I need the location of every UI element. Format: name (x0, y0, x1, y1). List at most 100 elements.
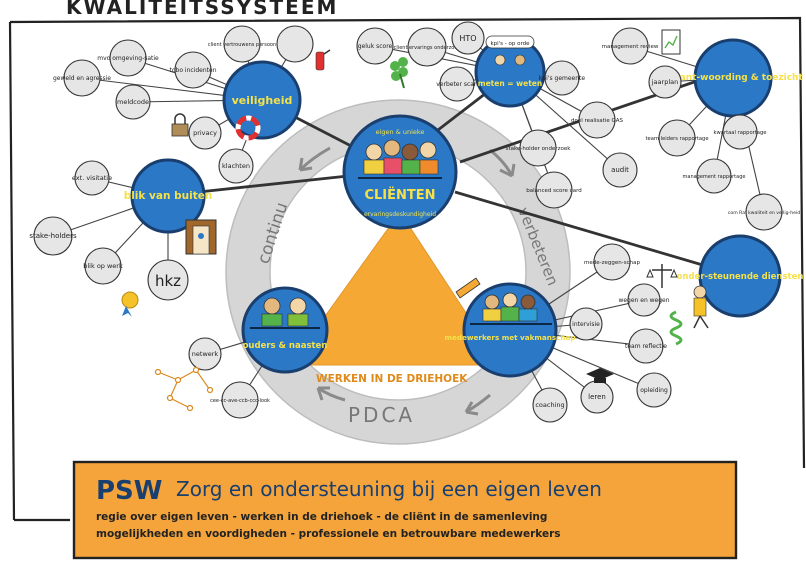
bubble[interactable]: management rapportage (683, 158, 746, 194)
bubble[interactable]: mede-zeggen-schap (584, 243, 640, 281)
svg-text:opleiding: opleiding (640, 387, 668, 394)
hub-medewerkers[interactable]: medewerkers met vakmanschap (445, 282, 576, 378)
medal-icon (121, 291, 139, 317)
bubble[interactable]: hkz (147, 259, 189, 301)
svg-text:com Raf kwaliteit en veilig-he: com Raf kwaliteit en veilig-heid (728, 210, 800, 216)
svg-text:intervisie: intervisie (572, 321, 600, 328)
bubble-layer: mvo omgeving-satie tobo incidenten gewel… (29, 21, 800, 423)
bubble[interactable]: coaching (532, 387, 568, 423)
center-bottom-label: ervaringsdeskundigheid (364, 211, 436, 218)
ring-arrowhead-icon (316, 386, 330, 401)
bubble[interactable]: verbeter scan (436, 66, 478, 102)
hub-blik-van-buiten[interactable]: blik van buiten (124, 158, 213, 234)
hub-label: medewerkers met vakmanschap (445, 333, 576, 342)
hub-label: veiligheid (232, 94, 293, 107)
bubble[interactable]: jaarplan (648, 65, 682, 99)
hub-badge: kpi's - op orde (490, 41, 530, 47)
bubble[interactable]: intervisie (569, 307, 603, 341)
triangle-label: WERKEN IN DE DRIEHOEK (316, 373, 468, 385)
bubble[interactable]: leren (580, 380, 614, 414)
parents-illustration-icon (261, 297, 309, 327)
bubble[interactable]: mvo omgeving-satie (97, 39, 159, 77)
svg-text:management review: management review (602, 44, 659, 50)
bubble[interactable]: client vertrouwens persoon (208, 25, 276, 63)
bubble[interactable] (276, 25, 314, 63)
svg-text:wegen en wegen: wegen en wegen (618, 297, 669, 304)
outer-frame (9, 16, 806, 469)
svg-text:blik op werk: blik op werk (83, 262, 123, 270)
svg-text:leren: leren (588, 393, 606, 401)
bubble[interactable]: kwartaal rapportage (714, 114, 767, 150)
hub-meten[interactable]: kpi's - op orde meten = weten (474, 35, 546, 108)
svg-text:mede-zeggen-schap: mede-zeggen-schap (584, 260, 640, 266)
svg-text:klachten: klachten (222, 162, 250, 170)
svg-text:stake-holders: stake-holders (29, 232, 77, 240)
center-label: CLIËNTEN (364, 187, 435, 203)
svg-text:coaching: coaching (535, 401, 564, 409)
fire-extinguisher-icon (315, 49, 331, 71)
bubble[interactable]: audit (602, 152, 638, 188)
document-chart-icon (661, 29, 681, 55)
clover-icon (390, 57, 408, 89)
bubble[interactable]: tobo incidenten (170, 51, 217, 89)
ring-arrowhead-icon (464, 401, 479, 416)
bubble[interactable]: doel realisatie GAS (571, 101, 624, 139)
hub-label: verant-woording & toezicht (663, 73, 803, 83)
bubble[interactable]: netwerk (188, 337, 222, 371)
bubble[interactable]: com Raf kwaliteit en veilig-heid (728, 193, 800, 231)
bubble[interactable]: wegen en wegen (618, 283, 670, 317)
bubble[interactable]: stake-holder onderzoek (506, 129, 572, 167)
center-top-label: eigen & unieke (376, 128, 425, 136)
measure-people-icon (494, 54, 526, 66)
triangle (289, 211, 501, 366)
helper-figure-icon (693, 285, 709, 329)
center-hub-clienten[interactable]: eigen & unieke CLIËNTEN ervaringsdeskund… (342, 114, 458, 230)
hub-verantwoording[interactable]: verant-woording & toezicht (663, 38, 803, 118)
svg-text:mvo omgeving-satie: mvo omgeving-satie (97, 55, 159, 62)
svg-text:netwerk: netwerk (192, 350, 219, 358)
bubble[interactable]: team reflectie (625, 328, 667, 364)
bubble[interactable]: team leiders rapportage (645, 119, 709, 157)
svg-text:jaarplan: jaarplan (651, 78, 678, 86)
hub-label: onder-steunende diensten (677, 272, 804, 282)
svg-text:meldcode: meldcode (117, 98, 149, 106)
hub-label: blik van buiten (124, 190, 213, 202)
bubble[interactable]: meldcode (115, 84, 151, 120)
padlock-icon (171, 113, 189, 137)
hub-label: ouders & naasten (243, 341, 328, 351)
hub-ouders-naasten[interactable]: ouders & naasten (241, 286, 329, 374)
svg-text:team leiders rapportage: team leiders rapportage (645, 136, 708, 142)
banner-line-2: mogelijkheden en voordigheden - professi… (96, 528, 561, 540)
svg-text:doel realisatie GAS: doel realisatie GAS (571, 118, 624, 124)
bubble[interactable]: geweld en agressie (53, 59, 111, 97)
bubble[interactable]: geluk score (356, 27, 394, 65)
graduation-cap-icon (586, 368, 614, 383)
bubble[interactable]: opleiding (636, 372, 672, 408)
ring-label-pdca: PDCA (348, 403, 415, 427)
bubble[interactable]: HTO (451, 21, 485, 55)
bubble[interactable]: client ervarings onderzoek (394, 27, 461, 67)
bubble[interactable]: kpi's gemeente (539, 60, 586, 96)
svg-text:balanced score card: balanced score card (526, 188, 581, 194)
svg-text:privacy: privacy (193, 129, 217, 137)
psw-logo: PSW (96, 476, 162, 506)
pdca-ring-outer-edge (225, 99, 571, 445)
bubble[interactable]: management review (602, 27, 659, 65)
bubble[interactable]: blik op werk (83, 247, 123, 285)
bubble[interactable]: privacy (188, 116, 222, 150)
bubble[interactable]: cee-cc-ave-ccb-ccc-look (210, 381, 270, 419)
svg-text:ext. visitatie: ext. visitatie (72, 174, 112, 182)
hub-veiligheid[interactable]: veiligheid (222, 60, 302, 140)
outer-frame-left (8, 21, 16, 521)
hub-ondersteunende-diensten[interactable]: onder-steunende diensten (677, 234, 804, 318)
bubble[interactable]: balanced score card (526, 171, 582, 209)
bubble[interactable]: klachten (218, 148, 254, 184)
bubble[interactable]: stake-holders (29, 216, 77, 256)
gatekeeper-icon (185, 219, 217, 255)
svg-text:kpi's gemeente: kpi's gemeente (539, 75, 586, 82)
bubble[interactable]: ext. visitatie (72, 160, 112, 196)
ring-arrow-icon (298, 146, 331, 172)
ruler-icon (455, 277, 481, 299)
